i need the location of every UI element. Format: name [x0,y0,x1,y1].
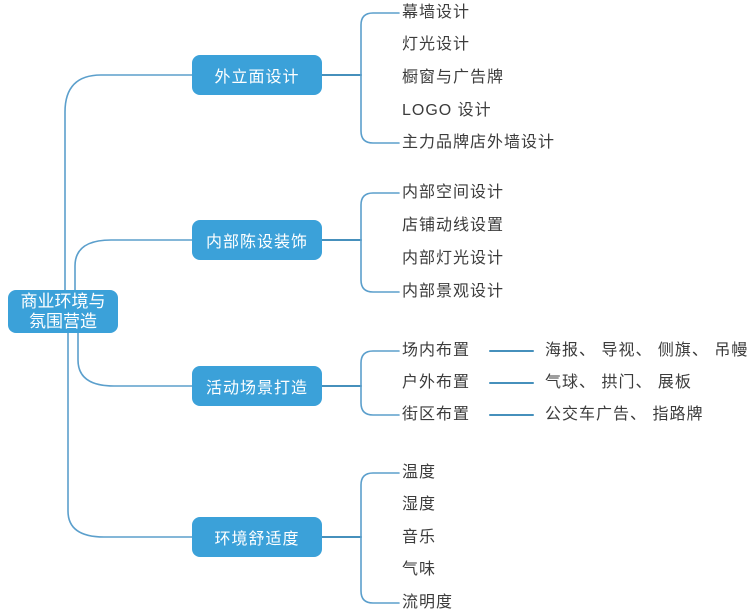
leaf-lighting-design[interactable]: 灯光设计 [402,36,471,53]
bracket-interior [360,192,400,293]
leaf-curtain-wall-design[interactable]: 幕墙设计 [402,4,471,21]
leaf-indoor-arrangement[interactable]: 场内布置 [402,342,471,359]
leaf-logo-design[interactable]: LOGO 设计 [402,102,492,119]
bracket-comfort [360,472,400,604]
connector-root-to-interior [74,239,193,292]
leaf-interior-landscape-design[interactable]: 内部景观设计 [402,283,505,300]
leaf-anchor-brand-exterior-wall[interactable]: 主力品牌店外墙设计 [402,134,556,151]
leaf-indoor-arrangement-items[interactable]: 海报、 导视、 侧旗、 吊幔 [545,342,749,359]
leaf-store-circulation-layout[interactable]: 店铺动线设置 [402,217,505,234]
leaf-luminosity[interactable]: 流明度 [402,594,454,611]
connector-root-to-comfort [67,331,193,538]
root-branch-curves [64,74,193,538]
leaf-humidity[interactable]: 湿度 [402,496,437,513]
branch-interior-furnishing[interactable]: 内部陈设装饰 [192,220,322,260]
connector-root-to-event-scene [77,331,193,387]
leaf-shop-window-and-billboard[interactable]: 橱窗与广告牌 [402,69,505,86]
bracket-curves [360,12,400,604]
leaf-music[interactable]: 音乐 [402,529,437,546]
branch-stub-lines [321,74,534,538]
leaf-interior-lighting-design[interactable]: 内部灯光设计 [402,250,505,267]
leaf-street-arrangement[interactable]: 街区布置 [402,406,471,423]
leaf-street-arrangement-items[interactable]: 公交车广告、 指路牌 [545,406,704,423]
leaf-interior-space-design[interactable]: 内部空间设计 [402,184,505,201]
leaf-outdoor-arrangement-items[interactable]: 气球、 拱门、 展板 [545,374,692,391]
leaf-outdoor-arrangement[interactable]: 户外布置 [402,374,471,391]
root-node[interactable]: 商业环境与 氛围营造 [8,290,118,333]
branch-environmental-comfort[interactable]: 环境舒适度 [192,517,322,557]
leaf-scent[interactable]: 气味 [402,561,437,578]
branch-event-scene-creation[interactable]: 活动场景打造 [192,366,322,406]
bracket-facade [360,12,400,144]
connector-root-to-facade [64,74,193,292]
branch-facade-design[interactable]: 外立面设计 [192,55,322,95]
leaf-temperature[interactable]: 温度 [402,464,437,481]
bracket-event-scene [360,350,400,416]
